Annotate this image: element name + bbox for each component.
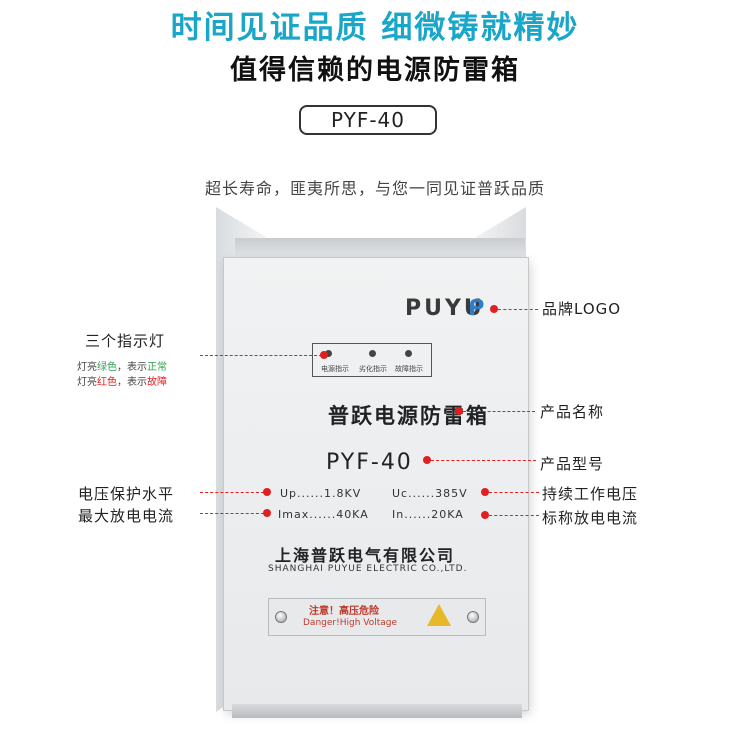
enclosure-bottom: [232, 704, 522, 718]
warning-text-en: Danger!High Voltage: [303, 618, 398, 628]
device-product-name: 普跃电源防雷箱: [328, 404, 489, 428]
indicator-label-power: 电源指示: [321, 365, 349, 373]
tagline: 超长寿命，匪夷所思，与您一同见证普跃品质: [204, 179, 545, 198]
callout-dot-voltage-protect: [263, 488, 271, 496]
legend-green-state: 正常: [147, 362, 167, 373]
company-name-cn: 上海普跃电气有限公司: [275, 546, 456, 565]
indicator-panel: 电源指示 劣化指示 故障指示: [312, 343, 432, 377]
legend-red-prefix: 灯亮: [77, 377, 97, 388]
callout-line-indicators: [200, 355, 322, 356]
warning-plate: 注意！高压危险 Danger!High Voltage: [268, 598, 486, 636]
high-voltage-warning-icon: [427, 604, 451, 626]
indicator-led-fault: [405, 350, 412, 357]
legend-green-color: 绿色: [97, 362, 117, 373]
callout-line-max-discharge: [200, 513, 264, 514]
callout-dot-indicators: [320, 351, 328, 359]
screw-right-icon: [467, 611, 479, 623]
model-badge: PYF-40: [299, 105, 437, 135]
spec-in: In......20KA: [392, 508, 464, 521]
subheadline: 值得信赖的电源防雷箱: [230, 55, 520, 86]
headline: 时间见证品质 细微铸就精妙: [170, 10, 580, 46]
indicator-led-power: [325, 350, 332, 357]
callout-label-logo: 品牌LOGO: [542, 300, 622, 318]
callout-label-continuous-voltage: 持续工作电压: [542, 485, 639, 503]
indicator-led-degradation: [369, 350, 376, 357]
warning-text-cn: 注意！高压危险: [309, 606, 379, 617]
callout-label-voltage-protect: 电压保护水平: [78, 485, 175, 503]
indicator-label-degradation: 劣化指示: [359, 365, 387, 373]
screw-left-icon: [275, 611, 287, 623]
legend-green-suffix: ，表示: [117, 362, 147, 373]
brand-logo-text: PUYU: [405, 296, 485, 321]
callout-line-logo: [498, 309, 538, 310]
callout-line-product-model: [431, 460, 536, 461]
legend-red-color: 红色: [97, 377, 117, 388]
legend-green-prefix: 灯亮: [77, 362, 97, 373]
spec-uc: Uc......385V: [392, 487, 468, 500]
callout-dot-continuous-voltage: [481, 488, 489, 496]
callout-dot-max-discharge: [263, 509, 271, 517]
callout-line-product-name: [463, 411, 535, 412]
callout-dot-nominal-discharge: [481, 511, 489, 519]
callout-label-product-model: 产品型号: [540, 455, 605, 473]
callout-label-nominal-discharge: 标称放电电流: [542, 509, 639, 527]
callout-dot-product-name: [455, 407, 463, 415]
legend-red-suffix: ，表示: [117, 377, 147, 388]
spec-imax: Imax......40KA: [278, 508, 369, 521]
legend-red-state: 故障: [147, 377, 167, 388]
device-product-model: PYF-40: [326, 450, 413, 475]
company-name-en: SHANGHAI PUYUE ELECTRIC CO.,LTD.: [268, 564, 468, 574]
callout-line-nominal-discharge: [489, 515, 539, 516]
callout-dot-logo: [490, 305, 498, 313]
callout-label-max-discharge: 最大放电电流: [78, 507, 175, 525]
indicator-label-fault: 故障指示: [395, 365, 423, 373]
callout-label-product-name: 产品名称: [540, 403, 605, 421]
callout-line-continuous-voltage: [489, 492, 539, 493]
brand-mark-icon: ᑭ: [468, 296, 485, 321]
enclosure-front: [224, 258, 528, 710]
callout-label-indicators: 三个指示灯: [85, 332, 166, 350]
legend-red: 灯亮红色，表示故障: [77, 373, 167, 388]
callout-dot-product-model: [423, 456, 431, 464]
callout-line-voltage-protect: [200, 492, 264, 493]
legend-green: 灯亮绿色，表示正常: [77, 358, 167, 373]
enclosure-top: [235, 238, 525, 260]
spec-up: Up......1.8KV: [280, 487, 362, 500]
